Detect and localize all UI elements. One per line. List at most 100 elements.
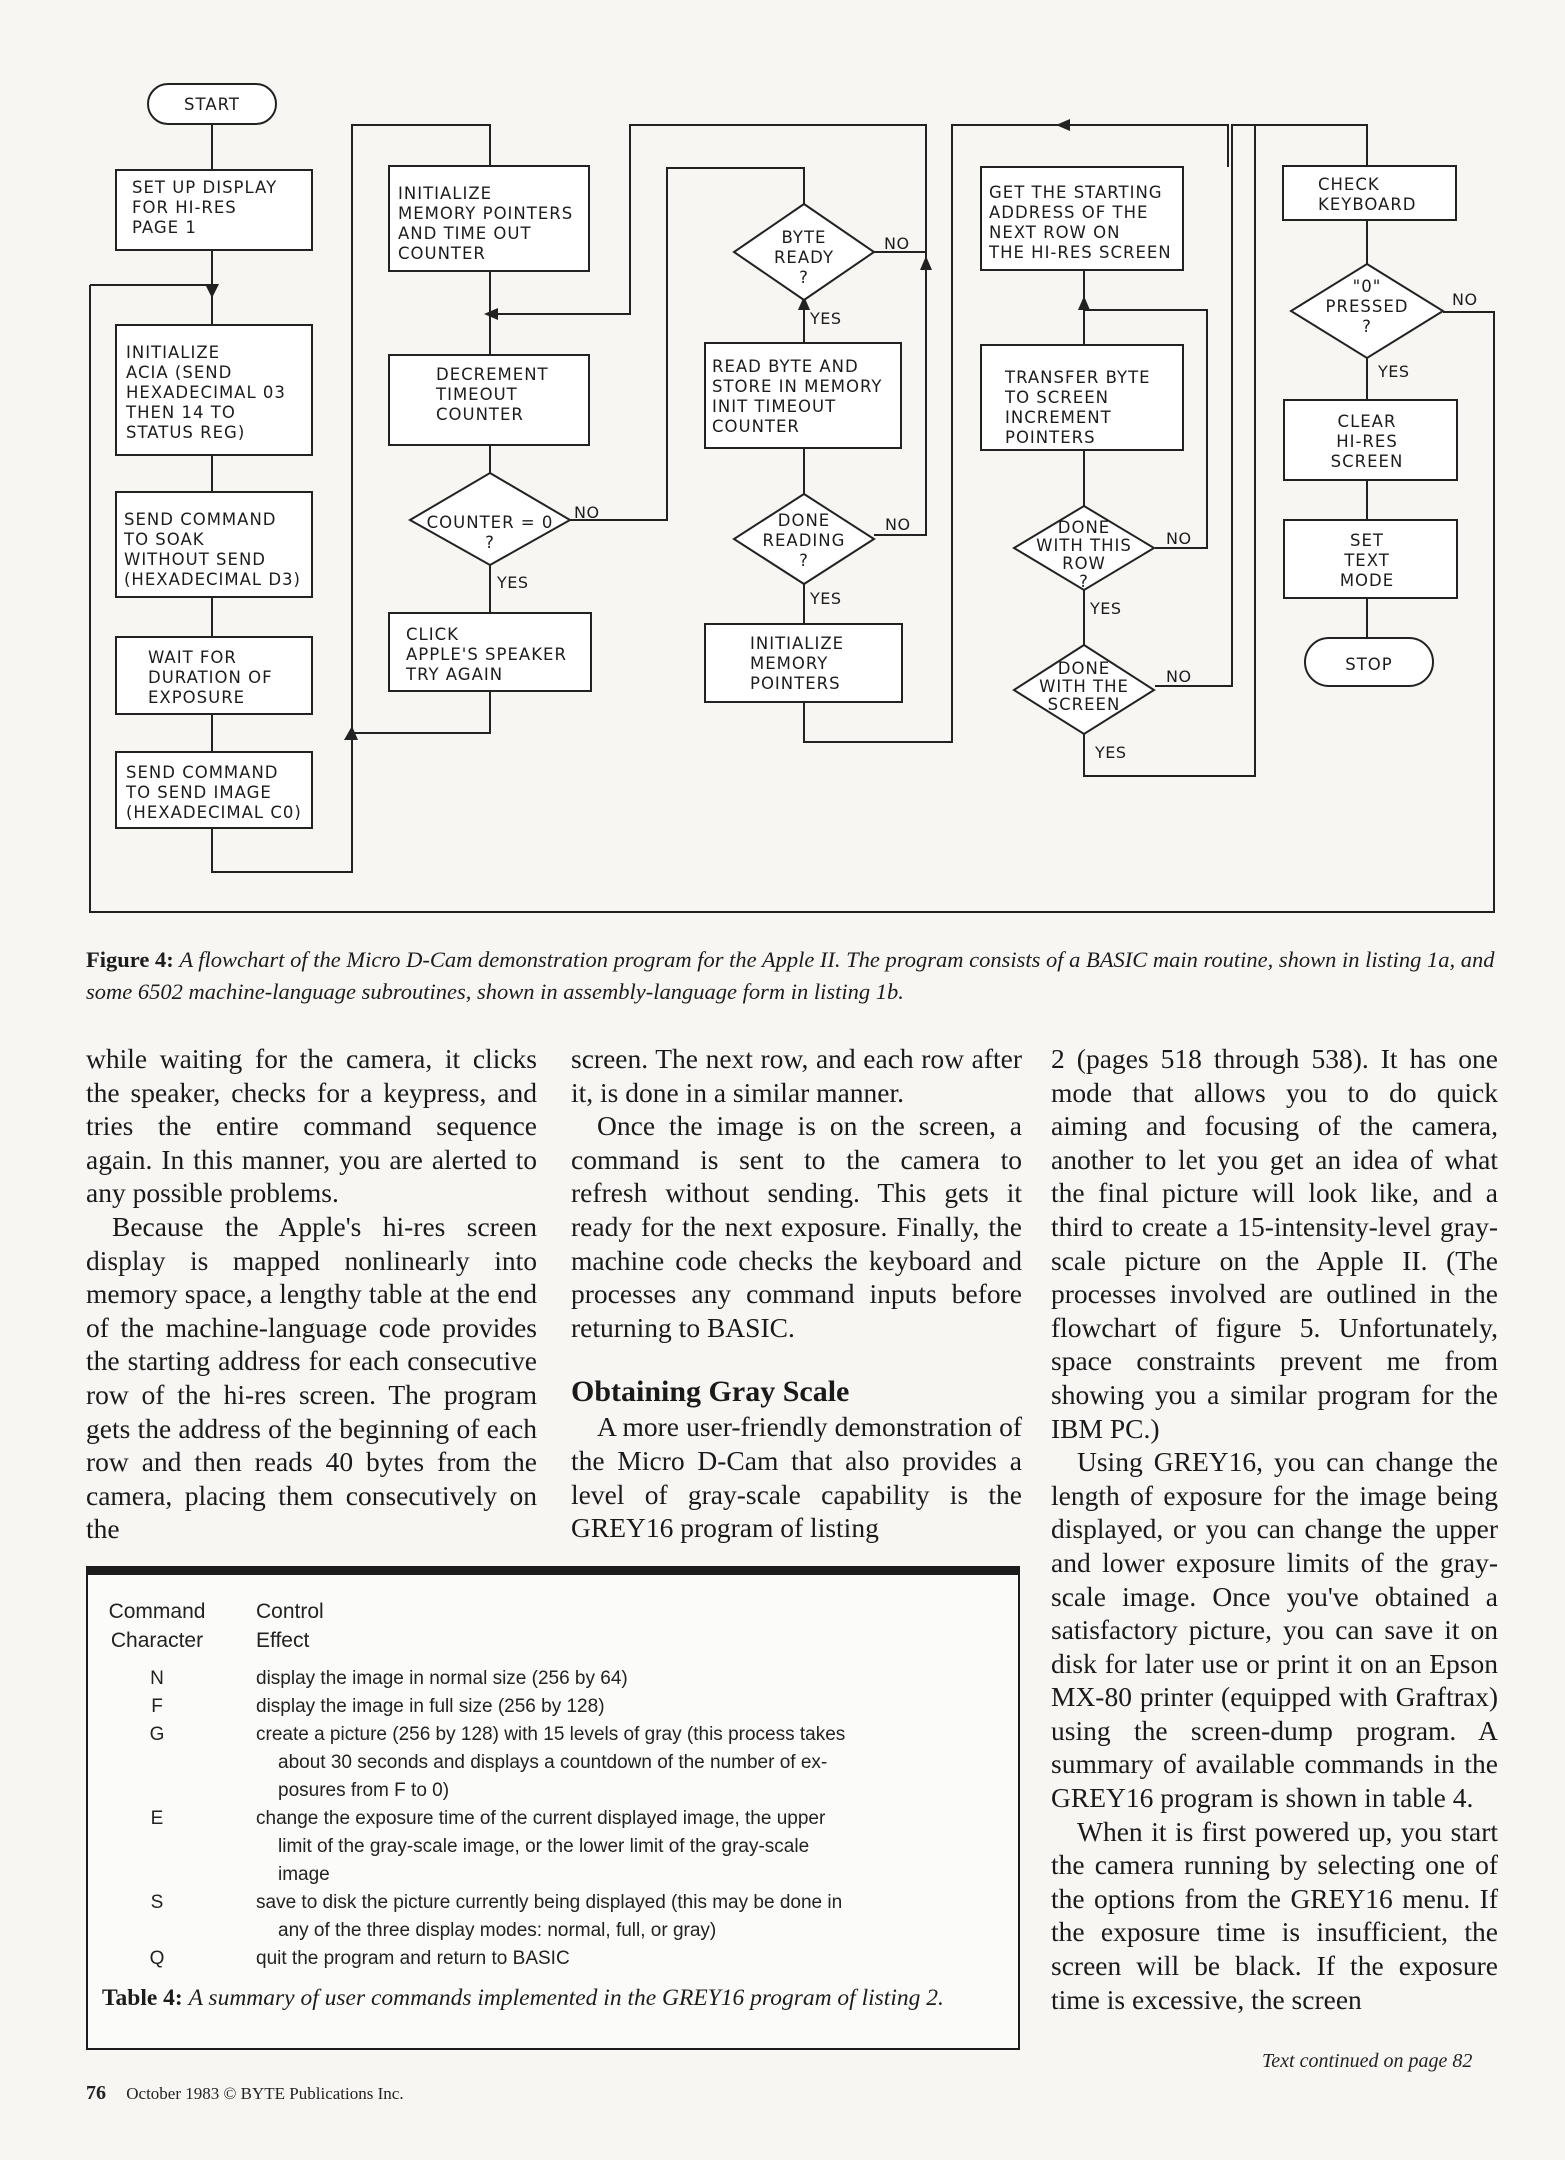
yes-label: YES bbox=[1377, 362, 1410, 381]
command-key: Q bbox=[149, 1948, 165, 1969]
table-caption-label: Table 4: bbox=[102, 1985, 183, 2011]
paragraph: A more user-friendly demonstration of th… bbox=[571, 1411, 1022, 1544]
decision-done-screen bbox=[1012, 643, 1156, 736]
step-get-row-address bbox=[980, 166, 1184, 271]
command-key: G bbox=[149, 1724, 165, 1745]
command-effect-line: create a picture (256 by 128) with 15 le… bbox=[256, 1724, 846, 1745]
decision-counter-zero-label: COUNTER = 0? bbox=[427, 513, 554, 552]
stop-label: STOP bbox=[1345, 655, 1393, 674]
paragraph: When it is first powered up, you start t… bbox=[1051, 1815, 1498, 2015]
command-effect: display the image in full size (256 by 1… bbox=[256, 1693, 996, 1721]
figure-caption: Figure 4: A flowchart of the Micro D-Cam… bbox=[86, 944, 1506, 1008]
command-effect: quit the program and return to BASIC bbox=[256, 1945, 996, 1973]
step-click-speaker bbox=[388, 612, 592, 692]
paragraph: Once the image is on the screen, a comma… bbox=[571, 1110, 1022, 1343]
command-effect-line: display the image in normal size (256 by… bbox=[256, 1668, 628, 1689]
command-effect-line: save to disk the picture currently being… bbox=[256, 1892, 843, 1913]
yes-label: YES bbox=[809, 309, 842, 328]
header-effect: Effect bbox=[256, 1629, 310, 1652]
paragraph: Using GREY16, you can change the length … bbox=[1051, 1446, 1498, 1814]
paragraph: screen. The next row, and each row after… bbox=[571, 1043, 1022, 1108]
step-setup-display bbox=[115, 169, 313, 251]
continued-note: Text continued on page 82 bbox=[1262, 2050, 1473, 2072]
no-label: NO bbox=[574, 503, 600, 522]
no-label: NO bbox=[1452, 290, 1478, 309]
text-column-2: screen. The next row, and each row after… bbox=[571, 1042, 1022, 1545]
figure-caption-text: A flowchart of the Micro D-Cam demonstra… bbox=[86, 947, 1495, 1004]
section-heading: Obtaining Gray Scale bbox=[571, 1375, 850, 1409]
flow-connectors bbox=[89, 119, 1495, 913]
command-effect: create a picture (256 by 128) with 15 le… bbox=[256, 1721, 996, 1805]
step-send-soak bbox=[115, 491, 313, 598]
step-set-text-mode bbox=[1283, 519, 1458, 599]
no-label: NO bbox=[884, 234, 910, 253]
start-terminal bbox=[147, 83, 277, 125]
yes-label: YES bbox=[496, 573, 529, 592]
no-label: NO bbox=[1166, 529, 1192, 548]
header-character: Character bbox=[110, 1629, 204, 1652]
paragraph: while waiting for the camera, it clicks … bbox=[86, 1043, 537, 1209]
command-effect-line: about 30 seconds and displays a countdow… bbox=[278, 1752, 828, 1773]
command-effect-line: change the exposure time of the current … bbox=[256, 1808, 826, 1829]
paragraph: Because the Apple's hi-res screen displa… bbox=[86, 1210, 537, 1545]
step-transfer-byte bbox=[980, 344, 1184, 451]
page-footer: 76 October 1983 © BYTE Publications Inc. bbox=[86, 2082, 404, 2105]
step-read-byte bbox=[704, 342, 902, 449]
decision-zero-pressed bbox=[1289, 262, 1445, 360]
command-key: F bbox=[151, 1696, 163, 1717]
command-effect: display the image in normal size (256 by… bbox=[256, 1665, 996, 1693]
header-command: Command bbox=[108, 1600, 206, 1623]
command-key: E bbox=[150, 1808, 164, 1829]
command-key: N bbox=[150, 1668, 164, 1689]
step-init-pointers bbox=[388, 165, 590, 272]
text-column-1: while waiting for the camera, it clicks … bbox=[86, 1042, 537, 1546]
no-label: NO bbox=[1166, 667, 1192, 686]
figure-caption-label: Figure 4: bbox=[86, 947, 174, 972]
text-column-3: 2 (pages 518 through 538). It has one mo… bbox=[1051, 1042, 1498, 2016]
command-effect-line: any of the three display modes: normal, … bbox=[278, 1920, 717, 1941]
command-effect-line: image bbox=[278, 1864, 330, 1885]
command-effect: change the exposure time of the current … bbox=[256, 1805, 996, 1889]
command-effect-line: display the image in full size (256 by 1… bbox=[256, 1696, 605, 1717]
start-label: START bbox=[184, 95, 240, 114]
step-decrement-timeout bbox=[388, 354, 590, 446]
decision-zero-pressed-label: "0"PRESSED? bbox=[1326, 277, 1409, 336]
command-effect: save to disk the picture currently being… bbox=[256, 1889, 996, 1945]
step-clear-screen bbox=[1283, 399, 1458, 481]
command-key: S bbox=[150, 1892, 164, 1913]
decision-byte-ready bbox=[732, 202, 876, 302]
command-effect-line: posures from F to 0) bbox=[278, 1780, 450, 1801]
paragraph: 2 (pages 518 through 538). It has one mo… bbox=[1051, 1043, 1498, 1444]
table-caption: Table 4: A summary of user commands impl… bbox=[102, 1983, 1002, 2013]
no-label: NO bbox=[885, 515, 911, 534]
yes-label: YES bbox=[1089, 599, 1122, 618]
decision-done-row bbox=[1012, 504, 1156, 592]
stop-terminal bbox=[1304, 637, 1434, 687]
step-wait-exposure bbox=[115, 636, 313, 715]
footer-text: October 1983 © BYTE Publications Inc. bbox=[126, 2084, 404, 2103]
command-effect-line: limit of the gray-scale image, or the lo… bbox=[278, 1836, 810, 1857]
decision-done-reading bbox=[732, 492, 876, 586]
header-control: Control bbox=[256, 1600, 324, 1623]
yes-label: YES bbox=[809, 589, 842, 608]
